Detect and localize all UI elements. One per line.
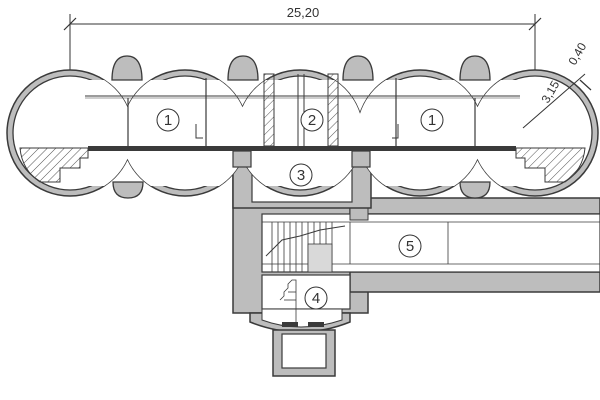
overall-dimension bbox=[63, 14, 542, 72]
room-marker-5: 5 bbox=[398, 234, 422, 258]
room-marker-4: 4 bbox=[304, 286, 328, 310]
room-number-label: 1 bbox=[428, 112, 436, 129]
room-number-label: 1 bbox=[164, 112, 172, 129]
overall-width-label: 25,20 bbox=[287, 5, 320, 20]
room-marker-1-left: 1 bbox=[156, 108, 180, 132]
room-number-label: 4 bbox=[312, 290, 320, 307]
room-number-label: 5 bbox=[406, 238, 414, 255]
upper-tube-section bbox=[6, 55, 599, 199]
room-number-label: 2 bbox=[308, 112, 316, 129]
wall-thickness-label: 0,40 bbox=[565, 40, 589, 68]
room-marker-3: 3 bbox=[289, 163, 313, 187]
room-marker-1-right: 1 bbox=[420, 108, 444, 132]
room-number-label: 3 bbox=[297, 167, 305, 184]
room-marker-2: 2 bbox=[300, 108, 324, 132]
radius-dimension bbox=[522, 73, 592, 129]
